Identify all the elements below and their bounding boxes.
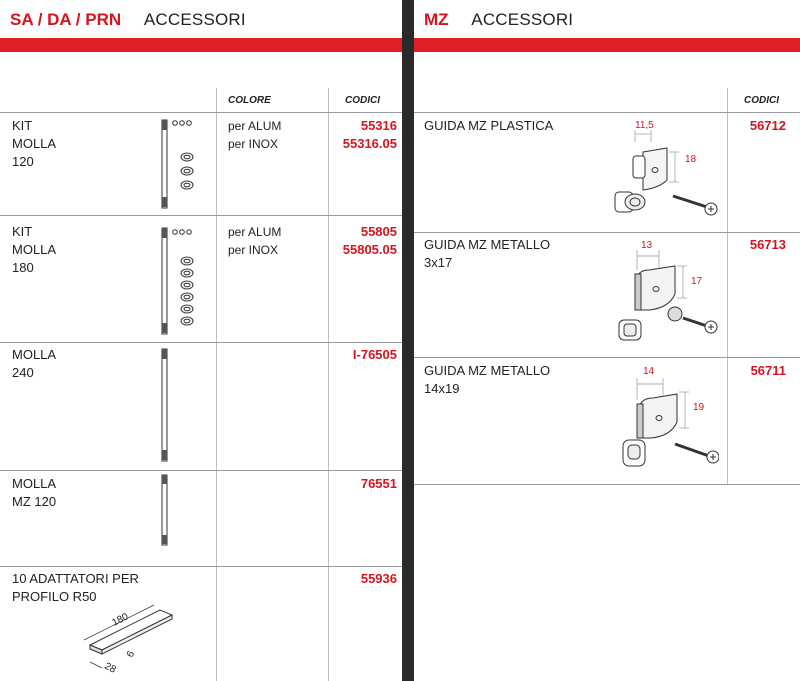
code-value: 55936 — [360, 571, 397, 586]
product-name-line: 120 — [12, 154, 34, 169]
product-name: GUIDA MZ METALLO 14x19 — [424, 362, 550, 398]
column-divider — [216, 88, 217, 681]
page-spine — [402, 0, 414, 681]
product-code: 76551 — [361, 475, 397, 493]
table-divider — [0, 566, 402, 567]
code-value: 55805 — [360, 224, 397, 239]
table-divider — [414, 112, 800, 113]
left-header-bar — [0, 38, 402, 52]
product-name-line: 3x17 — [424, 255, 453, 270]
right-header: MZ ACCESSORI — [424, 10, 573, 30]
dim-height: 18 — [685, 154, 697, 165]
product-name: MOLLA 240 — [12, 346, 56, 382]
table-divider — [0, 112, 402, 113]
code-value: 55316 — [360, 118, 397, 133]
product-name: GUIDA MZ PLASTICA — [424, 117, 553, 135]
product-code: 56711 — [751, 362, 786, 380]
left-header-code: SA / DA / PRN — [10, 10, 122, 29]
table-divider — [414, 357, 800, 358]
product-code: I-76505 — [353, 346, 397, 364]
right-header-bar — [414, 38, 800, 52]
spring-kit-180-illustration — [161, 227, 194, 335]
product-name-line: KIT — [12, 224, 33, 239]
left-page: SA / DA / PRN ACCESSORI COLORE CODICI KI… — [0, 10, 402, 681]
spring-kit-120-illustration — [161, 119, 194, 209]
product-code: 55805 55805.05 — [343, 223, 397, 259]
product-name: MOLLA MZ 120 — [12, 475, 56, 511]
right-header-code: MZ — [424, 10, 449, 29]
right-page: MZ ACCESSORI CODICI GUIDA MZ PLASTICA 11… — [414, 0, 800, 681]
column-divider — [328, 88, 329, 681]
product-name-line: MOLLA — [12, 347, 57, 362]
product-name-line: MOLLA — [12, 242, 57, 257]
product-name-line: 10 ADATTATORI PER — [12, 571, 139, 586]
code-value: I-76505 — [352, 347, 397, 362]
adapter-strip-illustration: 180 28 6 — [83, 604, 174, 676]
dim-height: 19 — [693, 402, 705, 413]
product-name-line: GUIDA MZ METALLO — [424, 237, 551, 252]
code-value: 56712 — [749, 118, 786, 133]
code-value: 76551 — [360, 476, 397, 491]
product-name-line: MOLLA — [12, 476, 57, 491]
table-divider — [414, 484, 800, 485]
color-option: per INOX — [228, 243, 279, 257]
product-code: 55316 55316.05 — [343, 117, 397, 153]
product-name-line: GUIDA MZ METALLO — [424, 363, 551, 378]
guide-metal-14x19-illustration: 14 19 — [622, 366, 719, 467]
column-colore: COLORE — [228, 95, 271, 106]
product-name-line: 14x19 — [424, 381, 460, 396]
color-list: per ALUM per INOX — [228, 223, 281, 259]
column-codici: CODICI — [345, 95, 380, 106]
column-codici: CODICI — [744, 95, 779, 106]
product-name: 10 ADATTATORI PER PROFILO R50 — [12, 570, 139, 606]
product-name: GUIDA MZ METALLO 3x17 — [424, 236, 550, 272]
spring-240-illustration — [161, 348, 168, 462]
right-header-title: ACCESSORI — [471, 10, 574, 29]
guide-plastic-illustration: 11,5 18 — [614, 120, 718, 216]
product-name: KIT MOLLA 120 — [12, 117, 56, 171]
code-value: 56711 — [750, 363, 786, 378]
left-header: SA / DA / PRN ACCESSORI — [10, 10, 246, 30]
code-value: 56713 — [749, 237, 786, 252]
dim-width: 13 — [641, 240, 653, 251]
spring-mz-120-illustration — [161, 474, 168, 546]
product-name-line: MOLLA — [12, 136, 57, 151]
dim-width: 14 — [643, 366, 655, 377]
color-list: per ALUM per INOX — [228, 117, 281, 153]
left-header-title: ACCESSORI — [143, 10, 246, 29]
dim-width: 11,5 — [635, 120, 654, 131]
dim-height: 17 — [691, 276, 703, 287]
code-value: 55805.05 — [342, 242, 397, 257]
product-name-line: 240 — [12, 365, 34, 380]
table-divider — [414, 232, 800, 233]
product-name-line: GUIDA MZ PLASTICA — [424, 118, 554, 133]
product-name: KIT MOLLA 180 — [12, 223, 56, 277]
product-name-line: PROFILO R50 — [12, 589, 97, 604]
product-name-line: MZ 120 — [12, 494, 57, 509]
product-code: 55936 — [361, 570, 397, 588]
code-value: 55316.05 — [342, 136, 397, 151]
column-divider — [727, 88, 728, 484]
dim-thickness: 6 — [125, 649, 138, 659]
product-code: 56712 — [750, 117, 786, 135]
table-divider — [0, 470, 402, 471]
table-divider — [0, 342, 402, 343]
guide-metal-3x17-illustration: 13 17 — [618, 240, 718, 341]
product-name-line: 180 — [12, 260, 34, 275]
product-code: 56713 — [750, 236, 786, 254]
color-option: per ALUM — [228, 225, 282, 239]
color-option: per ALUM — [228, 119, 282, 133]
table-divider — [0, 215, 402, 216]
dim-width: 28 — [103, 661, 118, 676]
product-name-line: KIT — [12, 118, 33, 133]
color-option: per INOX — [228, 137, 279, 151]
